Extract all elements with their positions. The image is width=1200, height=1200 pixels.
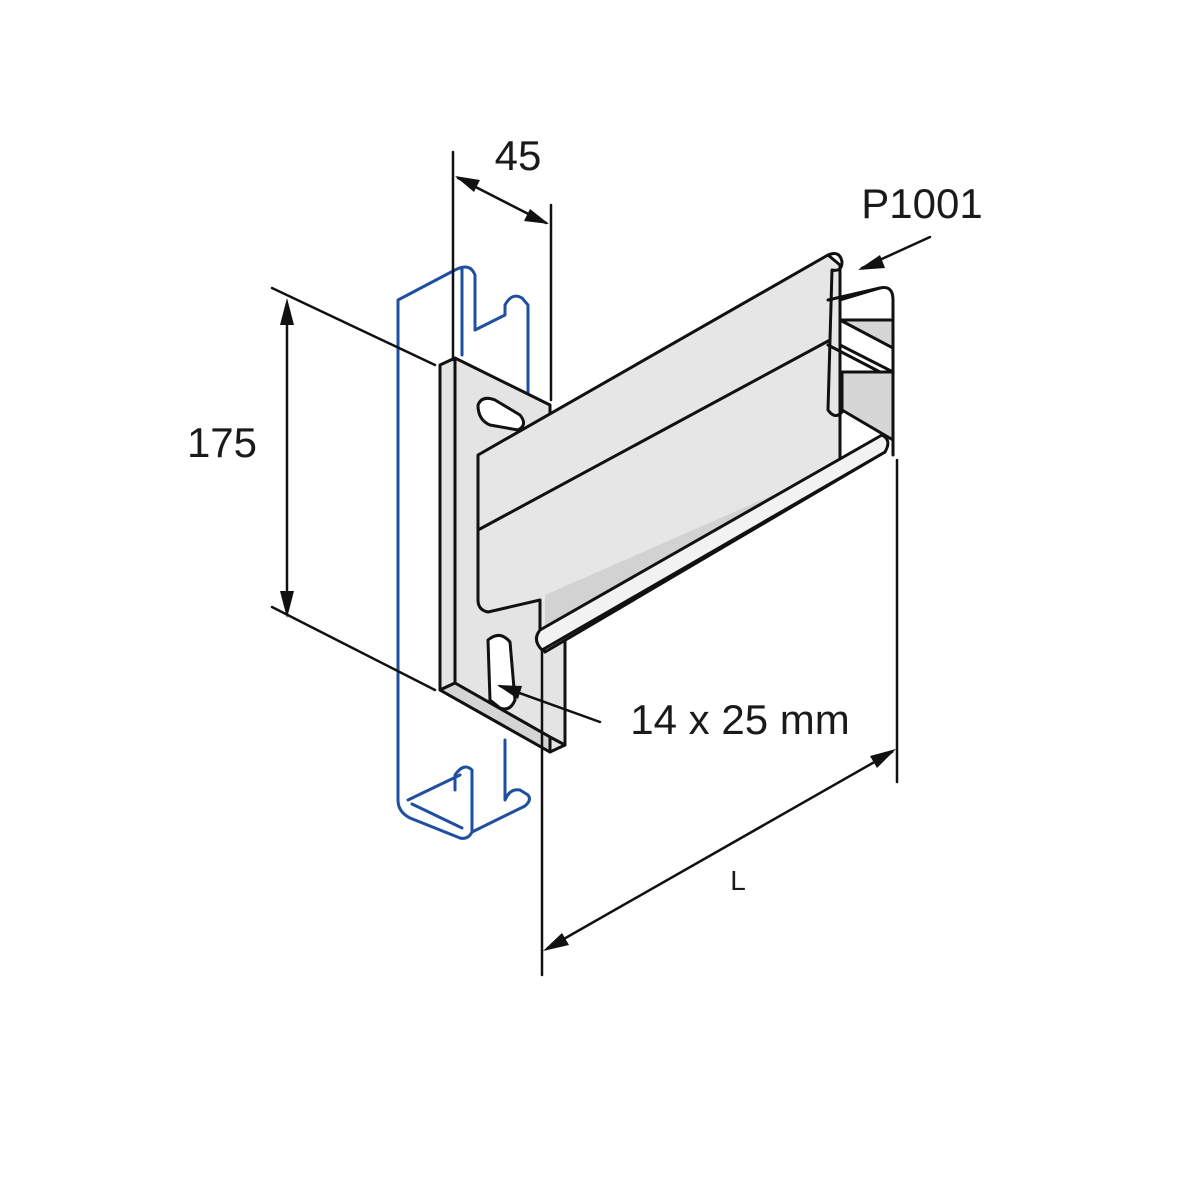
cantilever-arm — [476, 252, 895, 654]
slot-size-label: 14 x 25 mm — [630, 696, 849, 743]
width-dimension-label: 45 — [495, 132, 542, 179]
arrowheads — [280, 176, 896, 951]
length-dimension-label: L — [730, 865, 746, 896]
support-channel — [396, 265, 531, 840]
height-dimension-label: 175 — [187, 419, 257, 466]
dimension-lines — [270, 150, 932, 977]
part-number-label: P1001 — [861, 180, 982, 227]
